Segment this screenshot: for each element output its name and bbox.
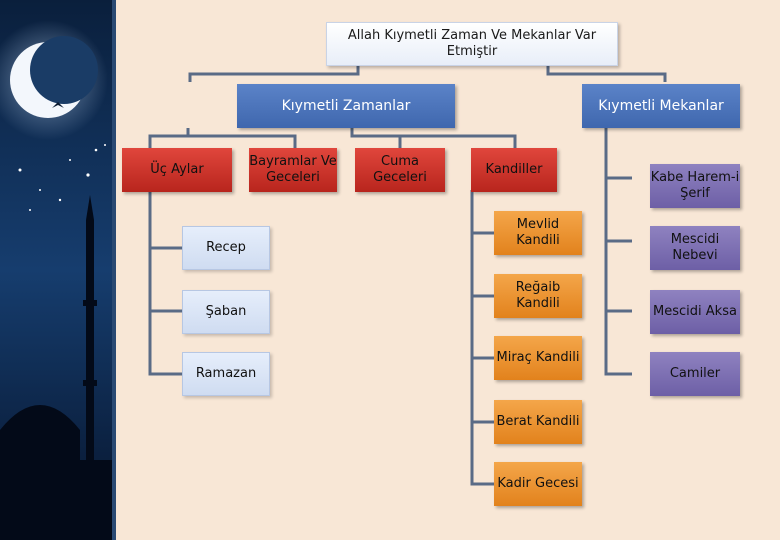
bayramlar-node: Bayramlar Ve Geceleri: [249, 148, 337, 192]
kandil-berat: Berat Kandili: [494, 400, 582, 444]
kandil-regaib: Reğaib Kandili: [494, 274, 582, 318]
kandil-mevlid: Mevlid Kandili: [494, 211, 582, 255]
kandil-mirac: Miraç Kandili: [494, 336, 582, 380]
mekan-kabe: Kabe Harem-i Şerif: [650, 164, 740, 208]
uc-aylar-node: Üç Aylar: [122, 148, 232, 192]
kiymetli-mekanlar-node: Kıymetli Mekanlar: [582, 84, 740, 128]
month-recep: Recep: [182, 226, 270, 270]
mekan-camiler: Camiler: [650, 352, 740, 396]
kandil-kadir: Kadir Gecesi: [494, 462, 582, 506]
mekan-mescidi-nebevi: Mescidi Nebevi: [650, 226, 740, 270]
root-title: Allah Kıymetli Zaman Ve Mekanlar Var Etm…: [326, 22, 618, 66]
mekan-mescidi-aksa: Mescidi Aksa: [650, 290, 740, 334]
month-ramazan: Ramazan: [182, 352, 270, 396]
cuma-geceleri-node: Cuma Geceleri: [355, 148, 445, 192]
kandiller-node: Kandiller: [471, 148, 557, 192]
kiymetli-zamanlar-node: Kıymetli Zamanlar: [237, 84, 455, 128]
month-saban: Şaban: [182, 290, 270, 334]
